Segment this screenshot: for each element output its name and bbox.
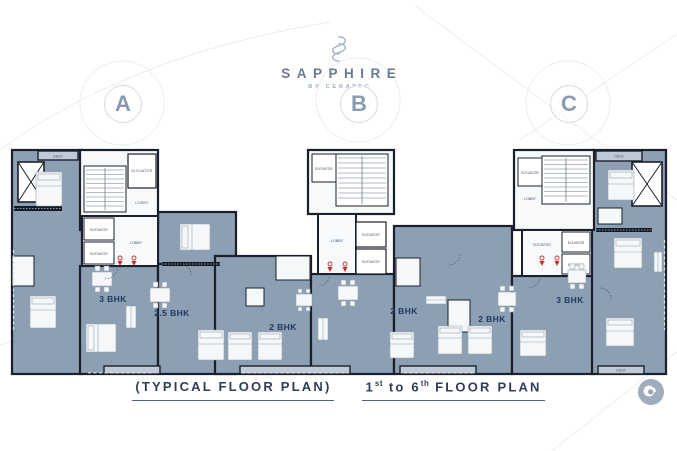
sapphire-monogram-icon [331, 36, 346, 62]
room-label-elevator: ELEVATOR [315, 167, 333, 171]
unit-type-label: 2 BHK [269, 322, 297, 332]
unit-type-label: 3 BHK [99, 294, 127, 304]
sofa-icon [125, 305, 137, 329]
watermark-badge [637, 378, 665, 406]
unit-type-label: 2 BHK [478, 314, 506, 324]
entry-marker-icon [554, 255, 560, 266]
unit-type-label: 2.5 BHK [154, 308, 190, 318]
tower-badge-label: C [561, 91, 577, 116]
bed-icon [85, 323, 117, 353]
room-label-lobby: LOBBY [331, 239, 344, 243]
bed-icon [467, 325, 493, 355]
bed-icon [257, 331, 283, 361]
caption-text: FLOOR PLAN [429, 379, 542, 395]
unit-type-label: 3 BHK [556, 295, 584, 305]
watermark-icon [638, 379, 664, 405]
caption-ordinal: th [420, 379, 430, 388]
entry-marker-icon [327, 261, 333, 272]
tower-a-core: ELEVATOR LOBBY ELEVATOR ELEVATOR LOBBY [78, 148, 160, 267]
deck-labels: DECK DECK DECK [53, 155, 626, 373]
room-label-deck: DECK [614, 155, 624, 159]
caption-floor-range: 1st to 6th FLOOR PLAN [362, 379, 545, 402]
dining-table-icon [149, 281, 171, 309]
room-label-elevator: ELEVATOR [90, 228, 108, 232]
bed-icon [605, 317, 635, 347]
dining-table-icon [91, 265, 113, 293]
interior-rooms [11, 207, 623, 333]
sofa-icon [425, 295, 447, 305]
bed-icon [179, 223, 211, 251]
room-label-elevator: ELEVATOR [568, 241, 585, 245]
caption-typical-floor-plan: (TYPICAL FLOOR PLAN) [132, 379, 335, 402]
dining-table-icon [295, 288, 313, 312]
dining-table-icon [497, 285, 517, 313]
bed-icon [29, 295, 57, 329]
entry-marker-icon [342, 261, 348, 272]
staircase [338, 156, 386, 204]
room-label-elevator: ELEVATOR [362, 260, 380, 264]
tower-badge-a: A [104, 85, 142, 123]
bed-icon [613, 237, 643, 269]
tower-badge-c: C [550, 85, 588, 123]
staircase [86, 168, 124, 210]
room-label-deck: DECK [53, 155, 63, 159]
door-arcs [104, 253, 612, 300]
room-label-deck: DECK [616, 369, 626, 373]
room-label-elevator: ELEVATOR [132, 169, 153, 173]
tower-c-core: ELEVATOR LOBBY ELEVATOR ELEVATOR ELEVATO… [512, 148, 596, 277]
caption-ordinal: st [374, 379, 384, 388]
entry-marker-icon [117, 255, 123, 266]
bed-icon [607, 169, 635, 201]
entry-markers [117, 255, 560, 272]
tower-a-living-block [78, 264, 160, 376]
room-label-elevator: ELEVATOR [521, 171, 539, 175]
unit-type-label: 2 BHK [390, 306, 418, 316]
hatch-strips [14, 206, 652, 266]
tower-b-core: ELEVATOR LOBBY ELEVATOR ELEVATOR [306, 148, 396, 275]
sofa-icon [653, 251, 663, 273]
dining-table-icon [567, 263, 587, 290]
room-label-lobby: LOBBY [130, 241, 143, 245]
room-label-lobby: LOBBY [524, 197, 537, 201]
dining-table-icon [337, 279, 359, 307]
furniture [29, 169, 663, 361]
staircase [544, 158, 588, 202]
brand-tagline: BY CERATEC [308, 84, 372, 90]
caption-bar: (TYPICAL FLOOR PLAN) 1st to 6th FLOOR PL… [0, 379, 677, 402]
caption-text: to 6 [383, 379, 421, 395]
brand-header: SAPPHIRE BY CERATEC [0, 33, 677, 90]
tower-badge-b: B [340, 85, 378, 123]
bed-icon [197, 329, 225, 361]
bed-icon [227, 331, 253, 361]
brand-name: SAPPHIRE [281, 66, 403, 81]
bed-icon [35, 171, 63, 207]
deck-strips [37, 150, 645, 375]
room-label-lobby: LOBBY [135, 201, 149, 205]
room-label-elevator: ELEVATOR [362, 233, 380, 237]
room-label-elevator: ELEVATOR [568, 263, 585, 267]
entry-marker-icon [131, 255, 137, 266]
sofa-icon [317, 317, 329, 341]
tower-c-living-block [510, 274, 596, 376]
entry-marker-icon [539, 255, 545, 266]
tower-badge-label: B [351, 91, 367, 116]
bed-icon [389, 331, 415, 359]
room-label-elevator: ELEVATOR [533, 243, 551, 247]
caption-number: 1 [365, 379, 375, 395]
bed-icon [519, 329, 547, 357]
shaft-x-icon [17, 161, 663, 207]
bed-icon [437, 325, 463, 355]
unit-labels: 3 BHK 2.5 BHK 2 BHK 2 BHK 2 BHK 3 BHK [99, 294, 584, 332]
window-lines [12, 240, 666, 374]
tower-badge-label: A [115, 91, 131, 116]
room-label-elevator: ELEVATOR [90, 252, 108, 256]
